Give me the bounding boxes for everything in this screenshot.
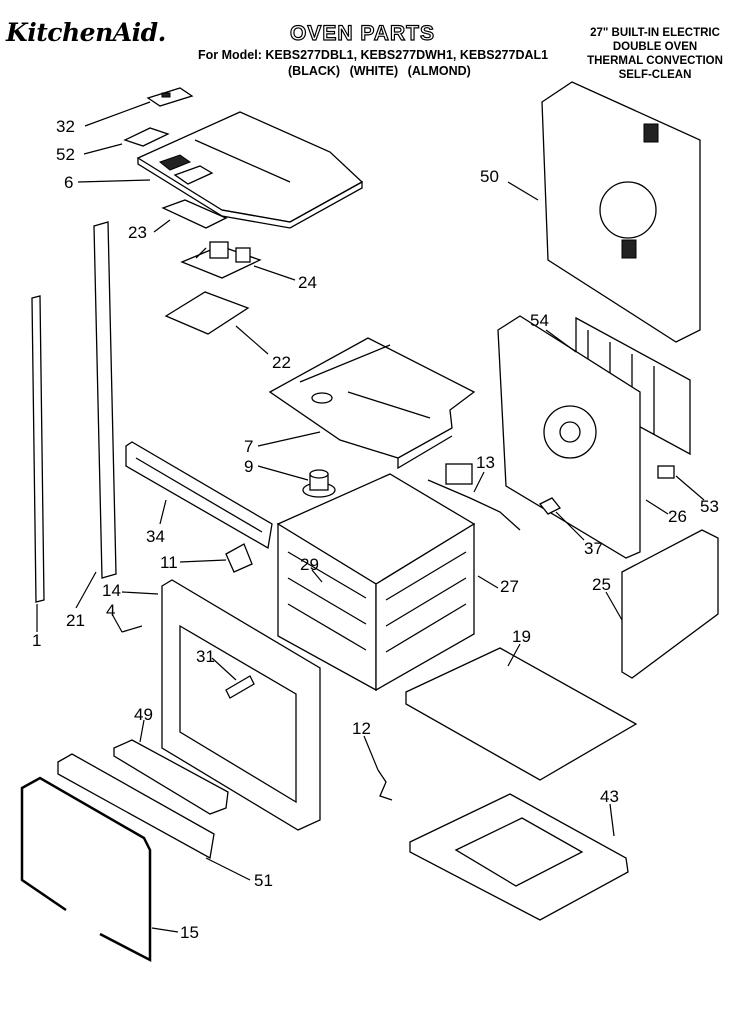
callout-9: 9 (244, 457, 253, 476)
part-19-shape (405, 647, 638, 781)
callout-labels: 32 52 6 23 24 22 7 9 13 50 54 53 26 37 2… (32, 117, 719, 942)
part-52-shape (123, 127, 170, 147)
part-12-shape (377, 769, 393, 801)
callout-4: 4 (106, 601, 115, 620)
part-53-shape (657, 465, 675, 479)
part-26-shape (497, 315, 641, 559)
color-options: (BLACK) (WHITE) (ALMOND) (288, 64, 471, 78)
callout-7: 7 (244, 437, 253, 456)
header: KitchenAid. OVEN PARTS For Model: KEBS27… (0, 0, 752, 90)
model-line: For Model: KEBS277DBL1, KEBS277DWH1, KEB… (198, 48, 549, 62)
desc-line: 27" BUILT-IN ELECTRIC (590, 27, 720, 39)
callout-54: 54 (530, 311, 549, 330)
part-13-shape (427, 463, 521, 531)
part-31-shape (225, 675, 255, 699)
callout-22: 22 (272, 353, 291, 372)
desc-line: THERMAL CONVECTION (587, 55, 723, 67)
callout-11: 11 (160, 553, 178, 572)
callout-13: 13 (476, 453, 495, 472)
part-49-shape (113, 739, 229, 815)
callout-23: 23 (128, 223, 147, 242)
callout-24: 24 (298, 273, 317, 292)
color-almond: (ALMOND) (407, 64, 471, 78)
callout-6: 6 (64, 173, 73, 192)
color-black: (BLACK) (288, 64, 341, 78)
part-23-shape (161, 199, 228, 229)
part-50-shape (541, 81, 701, 343)
part-34-shape (125, 441, 273, 550)
product-description: 27" BUILT-IN ELECTRIC DOUBLE OVEN THERMA… (560, 26, 750, 82)
callout-1: 1 (32, 631, 41, 650)
part-9-shape (302, 469, 336, 498)
part-15-shape (20, 776, 152, 963)
page-title: OVEN PARTS (289, 21, 435, 45)
part-11-shape (225, 543, 253, 573)
part-32-shape (146, 87, 194, 107)
part-6-shape (136, 111, 364, 229)
callout-32: 32 (56, 117, 75, 136)
callout-21: 21 (66, 611, 85, 630)
part-4-shape (121, 625, 143, 633)
callout-26: 26 (668, 507, 687, 526)
part-14-shape (161, 579, 321, 831)
callout-19: 19 (512, 627, 531, 646)
callout-27: 27 (500, 577, 519, 596)
part-25-shape (621, 529, 719, 679)
callout-49: 49 (134, 705, 153, 724)
callout-50: 50 (480, 167, 499, 186)
callout-12: 12 (352, 719, 371, 738)
part-27-shape (276, 473, 476, 692)
desc-line: SELF-CLEAN (618, 69, 692, 81)
leader-lines (36, 101, 705, 933)
part-7-shape (268, 337, 476, 470)
part-1-shape (31, 295, 45, 603)
callout-53: 53 (700, 497, 719, 516)
part-43-shape (409, 793, 629, 921)
part-51-shape (57, 753, 215, 860)
callout-29: 29 (300, 555, 319, 574)
desc-line: DOUBLE OVEN (612, 41, 698, 53)
part-37-shape (538, 497, 562, 515)
callout-25: 25 (592, 575, 611, 594)
color-white: (WHITE) (349, 64, 399, 78)
callout-37: 37 (584, 539, 603, 558)
part-22-shape (164, 291, 250, 335)
callout-15: 15 (180, 923, 199, 942)
callout-51: 51 (254, 871, 273, 890)
brand-logo: KitchenAid. (6, 18, 166, 47)
part-21-shape (93, 221, 117, 579)
callout-34: 34 (146, 527, 165, 546)
callout-14: 14 (102, 581, 121, 600)
callout-43: 43 (600, 787, 619, 806)
callout-31: 31 (196, 647, 215, 666)
callout-52: 52 (56, 145, 75, 164)
part-24-shape (180, 241, 262, 279)
